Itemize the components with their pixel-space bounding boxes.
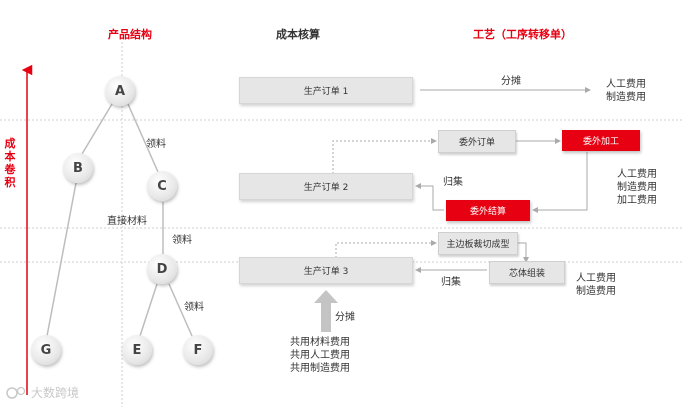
cost-item: 制造费用 [576, 286, 616, 297]
label-allocate-top: 分摊 [501, 76, 521, 87]
label-material-d: 领料 [172, 235, 192, 246]
tree-edges [46, 103, 193, 337]
label-collect-3: 归集 [441, 277, 461, 288]
outsource-settlement-box: 委外结算 [446, 200, 530, 221]
cost-item: 共用人工费用 [290, 350, 350, 361]
node-c: C [147, 171, 177, 201]
allocation-up-arrow [314, 290, 338, 332]
cost-item: 人工费用 [606, 79, 646, 90]
label-direct-material: 直接材料 [107, 216, 147, 227]
header-product-structure: 产品结构 [108, 28, 152, 41]
production-order-2: 生产订单 2 [239, 173, 413, 200]
header-cost-accounting: 成本核算 [276, 28, 320, 41]
main-board-cutting-box: 主边板裁切成型 [438, 232, 518, 255]
label-collect-2: 归集 [443, 177, 463, 188]
node-a: A [105, 76, 135, 106]
cost-item: 人工费用 [617, 169, 657, 180]
watermark-text: 大数跨境 [31, 386, 80, 400]
cost-list-order1: 人工费用 制造费用 [606, 78, 646, 104]
label-allocate-bottom: 分摊 [335, 312, 355, 323]
cost-item: 制造费用 [617, 182, 657, 193]
outsource-order-box: 委外订单 [438, 130, 516, 153]
watermark: 大数跨境 [6, 384, 79, 401]
cost-list-order2: 人工费用 制造费用 加工费用 [617, 168, 657, 207]
cost-list-order3: 人工费用 制造费用 [576, 272, 616, 298]
cost-item: 人工费用 [576, 273, 616, 284]
cost-item: 共用材料费用 [290, 337, 350, 348]
node-b: B [63, 153, 93, 183]
cost-item: 加工费用 [617, 195, 657, 206]
shared-cost-list: 共用材料费用 共用人工费用 共用制造费用 [290, 336, 350, 375]
production-order-3: 生产订单 3 [239, 257, 413, 284]
cost-item: 共用制造费用 [290, 363, 350, 374]
outsource-processing-box: 委外加工 [562, 130, 640, 151]
node-f: F [183, 335, 213, 365]
label-material-c: 领料 [146, 139, 166, 150]
node-e: E [122, 335, 152, 365]
side-label-cost-rollup: 成本卷积 [4, 137, 16, 189]
cost-item: 制造费用 [606, 92, 646, 103]
node-d: D [147, 254, 177, 284]
node-g: G [31, 335, 61, 365]
label-material-ef: 领料 [184, 302, 204, 313]
header-process: 工艺（工序转移单） [473, 28, 572, 41]
production-order-1: 生产订单 1 [239, 77, 413, 104]
watermark-logo-icon [6, 386, 26, 399]
core-assembly-box: 芯体组装 [489, 261, 565, 284]
